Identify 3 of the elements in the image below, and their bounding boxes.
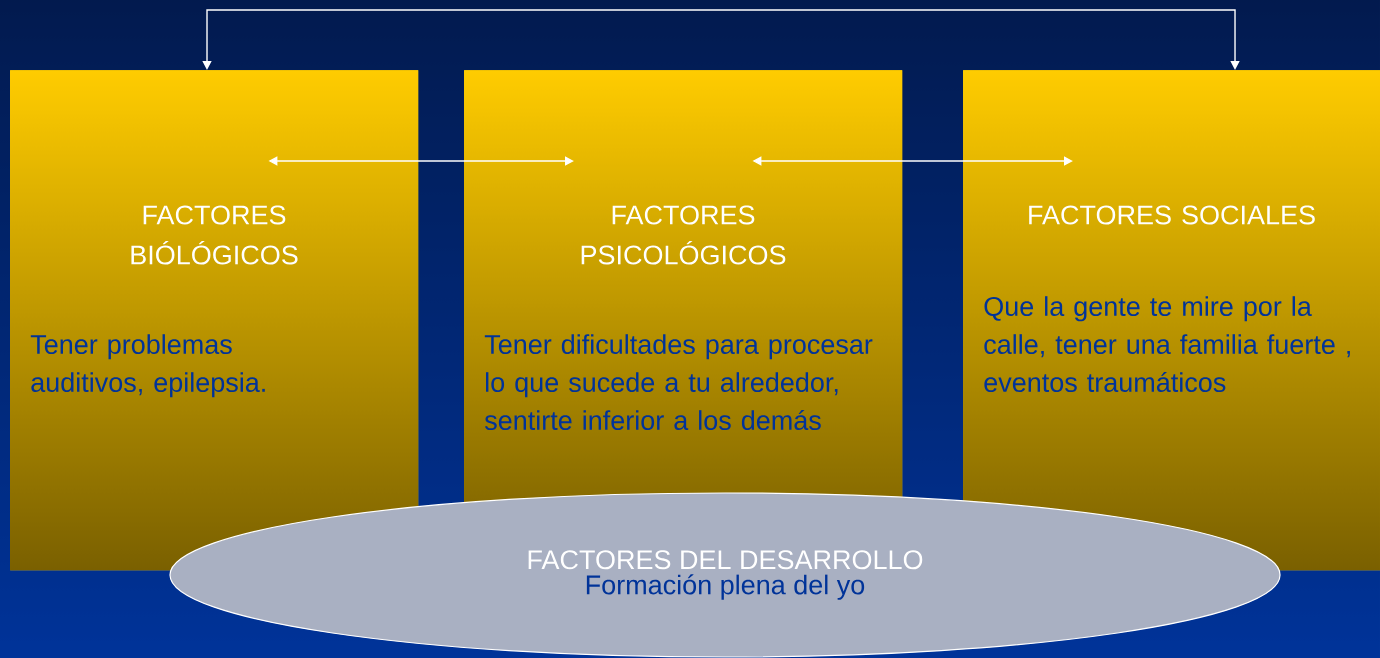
factor-box: FACTORES BIÓLÓGICOS Tener problemas auditivos, epilepsia. (10, 70, 419, 571)
factor-box: FACTORES SOCIALES Que la gente te mire por la calle, tener una familia fuerte , eventos traumáticos (963, 70, 1380, 571)
arrow (202, 9, 1240, 70)
